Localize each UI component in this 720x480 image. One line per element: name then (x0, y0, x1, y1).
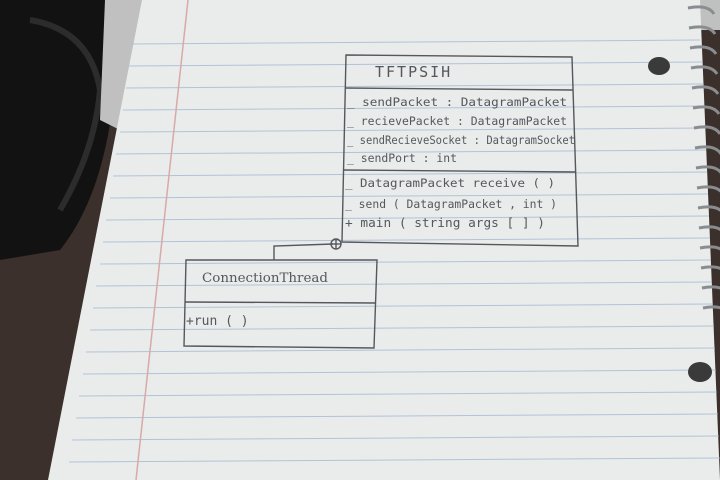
main-op-3: + main ( string args [ ] ) (345, 216, 545, 230)
main-attr-1: _ sendPacket : DatagramPacket (347, 95, 567, 109)
main-attr-2: _ recievePacket : DatagramPacket (347, 114, 567, 128)
inner-class-name: ConnectionThread (202, 271, 328, 286)
inner-class-box (183, 259, 378, 349)
main-op-2: _ send ( DatagramPacket , int ) (345, 197, 557, 211)
main-class-name-divider (344, 87, 574, 91)
main-attr-3: _ sendRecieveSocket : DatagramSocket (347, 133, 575, 147)
black-object-highlight (29, 17, 104, 212)
hole-punch (688, 362, 712, 382)
inner-op-1: +run ( ) (186, 314, 249, 329)
margin-line (135, 0, 189, 480)
main-class-name: TFTPSIH (375, 63, 452, 81)
hole-punch (648, 57, 670, 75)
black-object (0, 0, 115, 260)
ruled-lines (68, 39, 720, 463)
main-attr-4: _ sendPort : int (347, 151, 457, 165)
spiral-binding (687, 5, 720, 310)
nesting-connector (273, 243, 334, 260)
main-class-box (341, 54, 579, 247)
uml-diagram (183, 54, 579, 349)
inner-class-divider (184, 301, 377, 304)
main-op-1: _ DatagramPacket receive ( ) (345, 176, 555, 190)
main-class-attr-divider (342, 169, 577, 173)
